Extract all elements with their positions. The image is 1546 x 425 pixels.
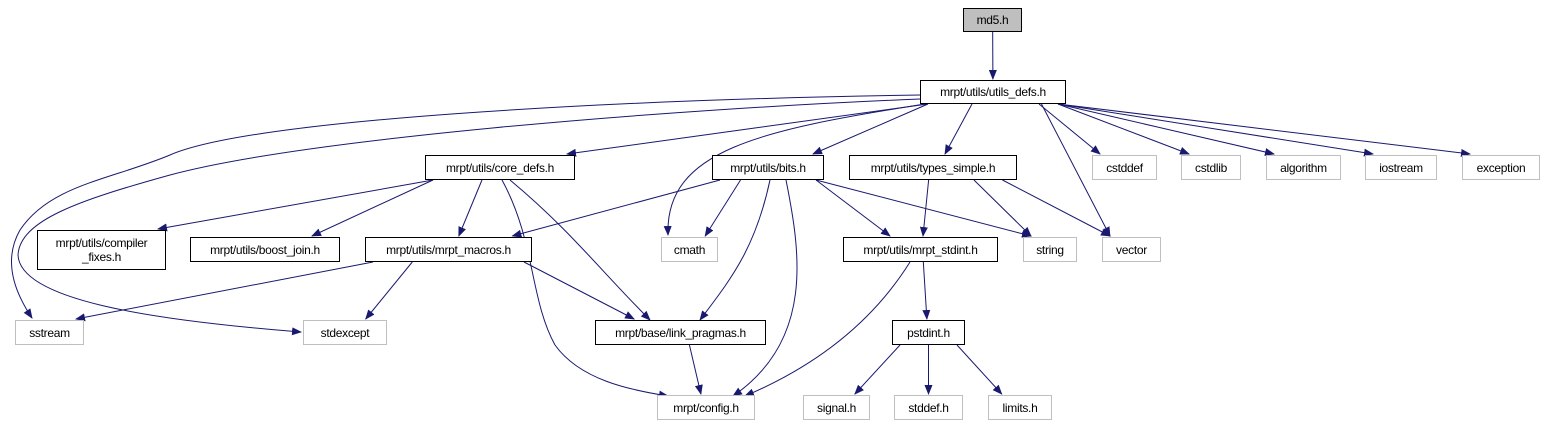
node-iostream: iostream <box>1365 155 1437 180</box>
edge-bits-to-string <box>815 179 1032 238</box>
node-types-simple[interactable]: mrpt/utils/types_simple.h <box>849 155 1017 180</box>
edge-types_simple-to-string <box>973 179 1032 237</box>
node-bits[interactable]: mrpt/utils/bits.h <box>712 155 824 180</box>
edge-bits-to-mrpt_macros <box>511 179 721 238</box>
edge-core_defs-to-config <box>501 179 669 399</box>
edge-utils_defs-to-algorithm <box>1057 103 1275 156</box>
node-mrpt-stdint[interactable]: mrpt/utils/mrpt_stdint.h <box>843 237 998 262</box>
node-cmath: cmath <box>661 237 718 262</box>
edge-bits-to-config <box>732 179 798 397</box>
edge-mrpt_stdint-to-pstdint <box>922 261 931 320</box>
edge-utils_defs-to-cmath <box>663 103 926 236</box>
node-mrpt-macros[interactable]: mrpt/utils/mrpt_macros.h <box>365 237 532 262</box>
node-cstdlib: cstdlib <box>1181 155 1241 180</box>
edge-core_defs-to-link_pragmas <box>509 179 651 321</box>
edge-utils_defs-to-sstream <box>11 94 921 319</box>
edge-utils_defs-to-cstdlib <box>1057 103 1190 155</box>
node-compiler-fixes[interactable]: mrpt/utils/compiler _fixes.h <box>37 230 166 270</box>
edge-core_defs-to-compiler_fixes <box>157 179 434 232</box>
node-algorithm: algorithm <box>1266 155 1341 180</box>
edge-types_simple-to-vector <box>1002 179 1111 237</box>
edge-utils_defs-to-bits <box>812 103 929 155</box>
node-signal: signal.h <box>803 395 870 420</box>
edge-bits-to-mrpt_stdint <box>815 179 891 237</box>
node-utils-defs[interactable]: mrpt/utils/utils_defs.h <box>920 80 1066 104</box>
edge-utils_defs-to-exception <box>1057 103 1471 157</box>
edge-core_defs-to-mrpt_macros <box>458 179 483 237</box>
node-boost-join[interactable]: mrpt/utils/boost_join.h <box>190 237 340 262</box>
edge-pstdint-to-limits <box>956 344 1003 395</box>
node-cstddef: cstddef <box>1092 155 1157 180</box>
edge-core_defs-to-boost_join <box>311 179 434 237</box>
node-config: mrpt/config.h <box>657 395 755 420</box>
node-stddef: stddef.h <box>894 395 963 420</box>
node-limits: limits.h <box>988 395 1052 420</box>
edge-mrpt_stdint-to-config <box>744 261 911 397</box>
node-sstream: sstream <box>15 320 84 345</box>
edge-types_simple-to-mrpt_stdint <box>919 179 930 237</box>
edge-link_pragmas-to-config <box>688 344 703 395</box>
edge-bits-to-cmath <box>704 179 741 237</box>
edge-utils_defs-to-stdexcept <box>17 98 921 336</box>
edge-mrpt_macros-to-sstream <box>75 261 374 322</box>
node-string: string <box>1023 237 1077 262</box>
node-link-pragmas[interactable]: mrpt/base/link_pragmas.h <box>595 320 766 345</box>
edge-utils_defs-to-types_simple <box>944 103 973 155</box>
node-core-defs[interactable]: mrpt/utils/core_defs.h <box>425 155 575 180</box>
node-pstdint[interactable]: pstdint.h <box>892 320 965 345</box>
edge-bits-to-link_pragmas <box>699 179 771 321</box>
node-stdexcept: stdexcept <box>303 320 387 345</box>
edge-mrpt_macros-to-link_pragmas <box>523 261 635 320</box>
edge-utils_defs-to-cstddef <box>1038 103 1101 155</box>
node-md5: md5.h <box>963 8 1022 32</box>
node-exception: exception <box>1462 155 1540 180</box>
edge-utils_defs-to-core_defs <box>566 103 929 157</box>
node-vector: vector <box>1102 237 1161 262</box>
edge-utils_defs-to-vector <box>1041 103 1111 237</box>
edge-mrpt_macros-to-stdexcept <box>365 261 413 320</box>
edge-utils_defs-to-iostream <box>1057 103 1374 157</box>
edge-pstdint-to-signal <box>854 344 901 395</box>
